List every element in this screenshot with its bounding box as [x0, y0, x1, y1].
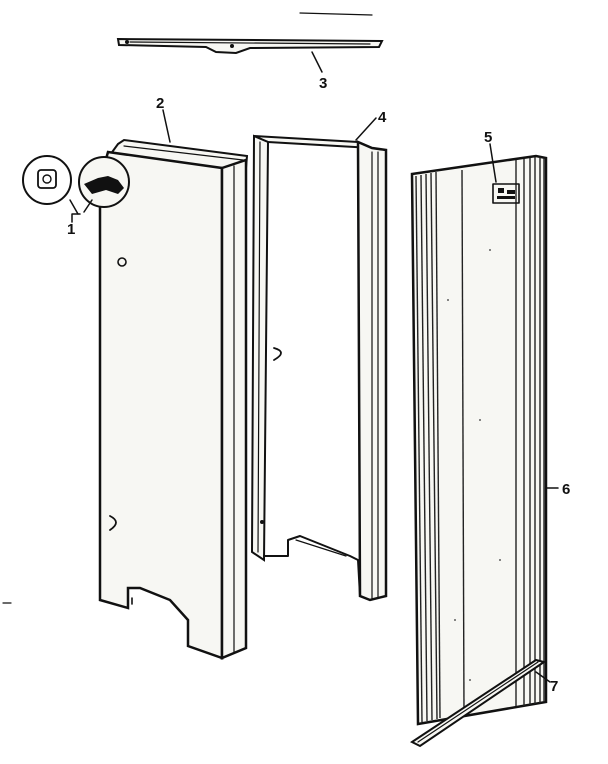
callout-6: 6	[562, 481, 570, 498]
part-6-front-panel	[410, 154, 548, 726]
callout-4: 4	[378, 109, 387, 126]
part-5-badge	[492, 183, 520, 204]
part-1-fastener-detail	[22, 155, 130, 215]
callout-5: 5	[484, 129, 492, 146]
part-7-bottom-trim	[410, 658, 547, 748]
part-3-top-trim	[116, 37, 384, 55]
scan-marks	[2, 12, 373, 604]
leader-lines	[71, 51, 559, 683]
part-2-side-panel	[98, 138, 249, 660]
part-4-frame	[250, 134, 388, 602]
callout-7: 7	[550, 678, 558, 695]
callout-3: 3	[319, 75, 327, 92]
callout-1: 1	[67, 221, 75, 238]
callout-2: 2	[156, 95, 164, 112]
